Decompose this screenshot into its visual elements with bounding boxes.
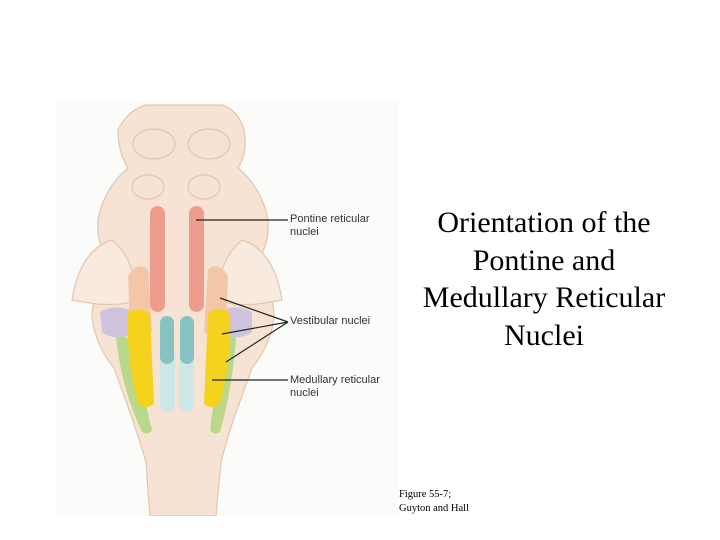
brainstem-illustration <box>71 104 289 516</box>
vestibular-leader-line-3 <box>225 321 289 363</box>
vestibular-nuclei-label: Vestibular nuclei <box>290 315 371 327</box>
superior-colliculus-left <box>132 128 176 160</box>
inferior-colliculus-left <box>131 174 165 200</box>
pontine-nucleus-left <box>150 206 165 312</box>
pontine-nucleus-right <box>189 206 204 312</box>
inferior-colliculus-right <box>187 174 221 200</box>
medullary-nucleus-left-lower <box>160 350 175 412</box>
medullary-reticular-nuclei-label: Medullary reticular nuclei <box>290 374 380 399</box>
medullary-nucleus-right-lower <box>179 350 194 412</box>
figure-caption: Figure 55-7; Guyton and Hall <box>399 489 469 514</box>
vestibular-leader-line-2 <box>221 321 289 335</box>
peduncle-left <box>71 239 137 306</box>
vestibular-leader-line-1 <box>219 297 289 323</box>
medullary-nucleus-left-upper <box>160 316 174 364</box>
superior-colliculus-right <box>187 128 231 160</box>
medullary-nucleus-right-upper <box>180 316 194 364</box>
slide-title: Orientation of the Pontine and Medullary… <box>422 206 666 352</box>
brainstem-figure: Pontine reticular nuclei Vestibular nucl… <box>56 100 398 516</box>
pontine-reticular-nuclei-label: Pontine reticular nuclei <box>290 213 370 238</box>
vestibular-nucleus-left <box>100 307 130 338</box>
yellow-band-left <box>127 309 154 407</box>
